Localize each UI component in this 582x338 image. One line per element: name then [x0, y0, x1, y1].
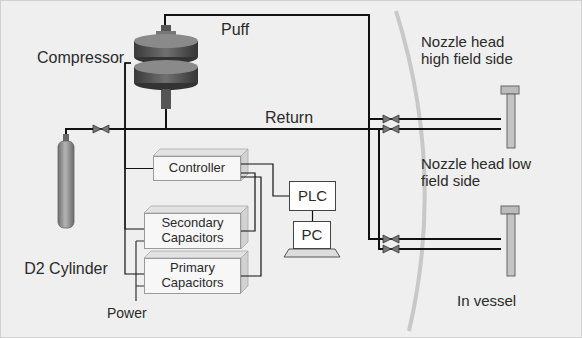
valve-symbol — [383, 115, 399, 123]
capacitor-box: Primary Capacitors — [144, 258, 241, 294]
gas-cylinder — [58, 141, 74, 228]
nozzle-head: Nozzle head low field side — [501, 206, 519, 276]
vessel-wall — [396, 11, 425, 331]
box-top — [144, 251, 248, 258]
power-cable — [125, 63, 153, 169]
valve-symbol — [383, 235, 399, 243]
gas-cylinder: D2 Cylinder — [57, 134, 75, 228]
box-label: PLC — [298, 187, 327, 204]
nozzle-head: Nozzle head high field side — [501, 86, 519, 148]
nozzle-head — [501, 86, 519, 94]
box-label: Primary Capacitors — [149, 261, 236, 291]
valve-symbol — [383, 245, 399, 253]
box-side — [241, 206, 248, 249]
compressor: Compressor — [131, 25, 199, 109]
return-pipe — [165, 109, 167, 129]
nozzle-head — [501, 206, 519, 214]
node-label: Nozzle head high field side — [421, 33, 533, 68]
box-label: Controller — [169, 161, 225, 176]
node-label: Nozzle head low field side — [421, 155, 533, 190]
laptop-base — [284, 249, 340, 257]
pc-screen: PC — [293, 221, 331, 249]
power-label: Power — [107, 305, 147, 321]
box-top — [144, 206, 248, 213]
signal-cable — [241, 173, 255, 231]
pipe-label: Return — [263, 109, 315, 127]
nozzle-head — [507, 94, 515, 148]
power-cable — [125, 63, 144, 274]
node-label: D2 Cylinder — [24, 260, 108, 278]
valve-symbol — [383, 125, 399, 133]
box-side — [241, 251, 248, 293]
box-label: Secondary Capacitors — [149, 216, 236, 246]
controller-box: Controller — [153, 156, 241, 181]
signal-cable — [241, 177, 261, 276]
compressor-disk — [134, 34, 198, 48]
signal-cable — [241, 164, 289, 196]
region-label: In vessel — [457, 292, 516, 309]
nozzle-head — [507, 214, 515, 276]
node-label: Compressor — [37, 49, 124, 67]
pipe-label: Puff — [219, 21, 251, 39]
signal-cable — [312, 211, 313, 221]
compressor-disk — [134, 60, 198, 74]
box-top — [153, 149, 248, 156]
box-side — [241, 149, 248, 181]
plc-box: PLC — [289, 181, 336, 211]
power-cable — [125, 63, 144, 229]
valve-symbol — [93, 125, 109, 133]
box-label: PC — [302, 226, 323, 243]
compressor-shaft — [162, 89, 170, 109]
capacitor-box: Secondary Capacitors — [144, 213, 241, 249]
power-bracket — [136, 241, 144, 301]
